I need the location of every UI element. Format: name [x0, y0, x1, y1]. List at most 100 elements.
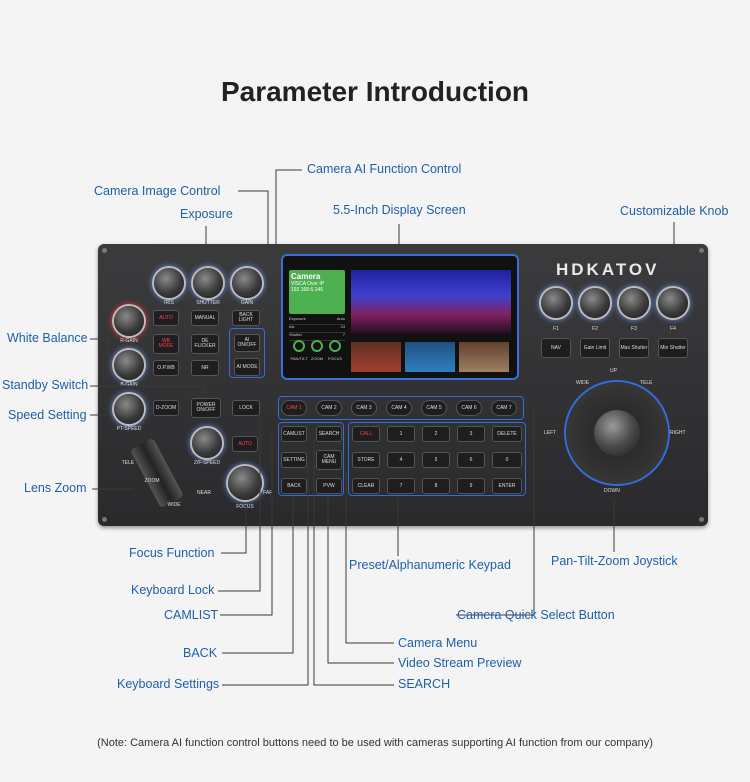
nav-button[interactable]: NAV: [541, 338, 571, 358]
focus-auto-button[interactable]: AUTO: [232, 436, 258, 452]
key-4[interactable]: 4: [387, 452, 415, 468]
b-gain-knob[interactable]: [114, 350, 144, 380]
dial-label: PAN/TILT: [290, 356, 308, 361]
f3-knob[interactable]: [619, 288, 649, 318]
screen-title: Camera: [291, 272, 321, 281]
callout-keyboard-settings: Keyboard Settings: [117, 677, 220, 691]
display-screen: Camera VISCA Over IP 192.168.6.146 Expos…: [281, 254, 519, 380]
pan-tilt-dial: [293, 340, 305, 352]
ai-mode-button[interactable]: AI MODE: [234, 358, 260, 376]
callout-camlist: CAMLIST: [164, 608, 219, 622]
d-zoom-button[interactable]: D-ZOOM: [153, 400, 179, 416]
callout-custom-knob: Customizable Knob: [620, 204, 729, 218]
callout-focus: Focus Function: [129, 546, 215, 560]
preview-thumbnail: [405, 342, 455, 372]
cam-4-button[interactable]: CAM 4: [386, 400, 412, 416]
dial-label: FOCUS: [328, 356, 342, 361]
joystick-down-label: DOWN: [604, 488, 620, 494]
callout-video-preview: Video Stream Preview: [398, 656, 522, 670]
zoom-label: ZOOM: [144, 478, 160, 484]
key-6[interactable]: 6: [457, 452, 485, 468]
screw: [699, 248, 704, 253]
max-shutter-button[interactable]: Max Shutter: [619, 338, 649, 358]
knob-label: B-GAIN: [120, 382, 138, 388]
store-button[interactable]: STORE: [352, 452, 380, 468]
knob-label: R-GAIN: [120, 338, 138, 344]
call-button[interactable]: CALL: [352, 426, 380, 442]
key-3[interactable]: 3: [457, 426, 485, 442]
pt-speed-knob[interactable]: [114, 394, 144, 424]
f4-knob[interactable]: [658, 288, 688, 318]
f1-knob[interactable]: [541, 288, 571, 318]
fn-label: F2: [592, 326, 598, 332]
knob-label: GAIN: [240, 300, 254, 306]
callout-standby: Standby Switch: [2, 378, 89, 392]
manual-button[interactable]: MANUAL: [191, 310, 219, 326]
joystick-tele-label: TELE: [640, 380, 653, 386]
pvw-button[interactable]: PVW: [316, 478, 342, 494]
op-wb-button[interactable]: O.P.WB: [153, 360, 179, 376]
lock-button[interactable]: LOCK: [232, 400, 260, 416]
zf-speed-knob[interactable]: [192, 428, 222, 458]
tele-label: TELE: [121, 460, 135, 466]
knob-label: FOCUS: [236, 504, 254, 510]
focus-knob[interactable]: [228, 466, 262, 500]
key-7[interactable]: 7: [387, 478, 415, 494]
callout-speed: Speed Setting: [8, 408, 87, 422]
back-button[interactable]: BACK: [281, 478, 307, 494]
nr-button[interactable]: NR: [191, 360, 219, 376]
cam-6-button[interactable]: CAM 6: [456, 400, 482, 416]
dial-label: ZOOM: [311, 356, 323, 361]
screen-row: Exposure Auto: [289, 316, 345, 325]
key-2[interactable]: 2: [422, 426, 450, 442]
key-1[interactable]: 1: [387, 426, 415, 442]
key-5[interactable]: 5: [422, 452, 450, 468]
screw: [102, 248, 107, 253]
min-shutter-button[interactable]: Min Shutter: [658, 338, 688, 358]
knob-label: SHUTTER: [196, 300, 220, 306]
search-button[interactable]: SEARCH: [316, 426, 342, 442]
shutter-knob[interactable]: [193, 268, 223, 298]
iris-knob[interactable]: [154, 268, 184, 298]
focus-dial: [329, 340, 341, 352]
enter-button[interactable]: ENTER: [492, 478, 522, 494]
delete-button[interactable]: DELETE: [492, 426, 522, 442]
de-flicker-button[interactable]: DE FLICKER: [191, 334, 219, 354]
back-light-button[interactable]: BACK LIGHT: [232, 310, 260, 326]
key-9[interactable]: 9: [457, 478, 485, 494]
func-highlight: [278, 422, 344, 496]
fn-label: F3: [631, 326, 637, 332]
fn-label: F4: [670, 326, 676, 332]
auto-button[interactable]: AUTO: [153, 310, 179, 326]
key-0[interactable]: 0: [492, 452, 522, 468]
setting-button[interactable]: SETTING: [281, 452, 307, 468]
cam-3-button[interactable]: CAM 3: [351, 400, 377, 416]
screen-ip: 192.168.6.146: [291, 287, 323, 293]
screen-row: Iris 24: [289, 324, 345, 333]
joystick[interactable]: [594, 410, 640, 456]
gain-limit-button[interactable]: Gain Limit: [580, 338, 610, 358]
camlist-button[interactable]: CAMLIST: [281, 426, 307, 442]
f2-knob[interactable]: [580, 288, 610, 318]
callout-joystick: Pan-Tilt-Zoom Joystick: [551, 554, 678, 568]
key-8[interactable]: 8: [422, 478, 450, 494]
cam-2-button[interactable]: CAM 2: [316, 400, 342, 416]
callout-quick-select: Camera Quick Select Button: [457, 608, 615, 622]
wb-mode-button[interactable]: WB MODE: [153, 334, 179, 354]
callout-camera-image: Camera Image Control: [94, 184, 221, 198]
cam-menu-button[interactable]: CAM MENU: [316, 450, 342, 470]
screw: [102, 517, 107, 522]
cam-7-button[interactable]: CAM 7: [491, 400, 517, 416]
preview-thumbnail: [459, 342, 509, 372]
cam-5-button[interactable]: CAM 5: [421, 400, 447, 416]
footnote: (Note: Camera AI function control button…: [97, 737, 653, 749]
clear-button[interactable]: CLEAR: [352, 478, 380, 494]
ai-on-off-button[interactable]: AI ON/OFF: [234, 334, 260, 352]
callout-camera-menu: Camera Menu: [398, 636, 478, 650]
cam-1-button[interactable]: CAM 1: [281, 400, 307, 416]
gain-knob[interactable]: [232, 268, 262, 298]
power-button[interactable]: POWER ON/OFF: [191, 398, 221, 418]
near-label: NEAR: [197, 490, 211, 496]
r-gain-knob[interactable]: [114, 306, 144, 336]
